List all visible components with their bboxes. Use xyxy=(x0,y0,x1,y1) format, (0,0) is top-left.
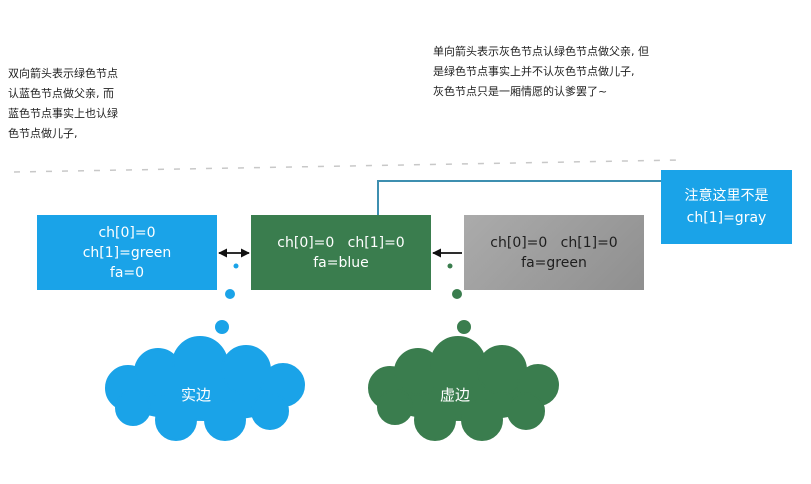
gray-node-children: ch[0]=0 ch[1]=0 xyxy=(490,234,618,251)
virtual-edge-bubble xyxy=(447,263,453,269)
note-left-line: 双向箭头表示绿色节点 xyxy=(8,67,118,80)
note-left: 双向箭头表示绿色节点 认蓝色节点做父亲, 而 蓝色节点事实上也认绿 色节点做儿子… xyxy=(8,64,118,144)
note-right-line: 是绿色节点事实上并不认灰色节点做儿子, xyxy=(433,65,635,78)
solid-edge-bubble xyxy=(215,320,229,334)
note-right: 单向箭头表示灰色节点认绿色节点做父亲, 但 是绿色节点事实上并不认灰色节点做儿子… xyxy=(433,42,649,102)
solid-edge-label: 实边 xyxy=(181,386,212,404)
solid-edge-bubble xyxy=(233,263,239,269)
note-right-line: 单向箭头表示灰色节点认绿色节点做父亲, 但 xyxy=(433,45,649,58)
gray-node-fa: fa=green xyxy=(521,254,587,271)
virtual-edge-cloud xyxy=(368,336,559,441)
note-left-line: 蓝色节点事实上也认绿 xyxy=(8,107,118,120)
callout-connector-line xyxy=(377,180,661,215)
blue-node-ch1: ch[1]=green xyxy=(82,244,172,261)
virtual-edge-label: 虚边 xyxy=(440,386,471,404)
callout-box: 注意这里不是 ch[1]=gray xyxy=(661,170,792,244)
green-node-children: ch[0]=0 ch[1]=0 xyxy=(277,234,405,251)
note-left-line: 认蓝色节点做父亲, 而 xyxy=(8,87,114,100)
note-left-line: 色节点做儿子, xyxy=(8,127,78,140)
blue-node: ch[0]=0 ch[1]=green fa=0 xyxy=(37,215,217,290)
dashed-separator-line xyxy=(13,159,681,173)
gray-node: ch[0]=0 ch[1]=0 fa=green xyxy=(464,215,644,290)
callout-line: 注意这里不是 xyxy=(684,188,769,204)
note-right-line: 灰色节点只是一厢情愿的认爹罢了~ xyxy=(433,85,608,98)
virtual-edge-bubble xyxy=(452,289,462,299)
solid-edge-bubble xyxy=(225,289,235,299)
blue-node-fa: fa=0 xyxy=(109,264,145,281)
blue-node-ch0: ch[0]=0 xyxy=(98,224,156,241)
callout-line: ch[1]=gray xyxy=(686,210,767,226)
green-node: ch[0]=0 ch[1]=0 fa=blue xyxy=(251,215,431,290)
virtual-edge-bubble xyxy=(457,320,471,334)
solid-edge-cloud xyxy=(105,336,305,441)
green-node-fa: fa=blue xyxy=(313,254,369,271)
